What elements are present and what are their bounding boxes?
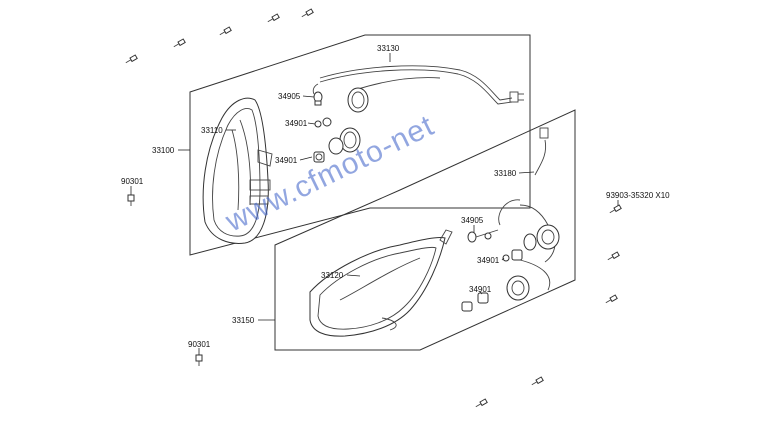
screw-set-93903 (125, 8, 622, 408)
headlight-housing-33110 (202, 97, 273, 244)
label-33120: 33120 (321, 271, 344, 280)
label-34905-lower: 34905 (461, 216, 484, 225)
label-90301-left: 90301 (121, 177, 144, 186)
label-33100: 33100 (152, 146, 175, 155)
lower-assembly-panel (274, 109, 576, 351)
label-33110: 33110 (201, 126, 223, 135)
label-34905-upper: 34905 (278, 92, 301, 101)
screw-90301-left (127, 194, 135, 206)
socket-34901-upper-a (314, 117, 332, 128)
upper-assembly-panel (189, 34, 531, 256)
headlight-lens-33120 (309, 229, 453, 337)
label-33130: 33130 (377, 44, 400, 53)
socket-34901-upper-b (313, 151, 325, 163)
label-33150: 33150 (232, 316, 255, 325)
socket-34901-lower-a (502, 249, 523, 262)
bulb-34905-lower (467, 229, 499, 243)
wire-harness-33130 (312, 65, 524, 155)
socket-34901-lower-b (461, 292, 489, 312)
label-34901-upper-a: 34901 (285, 119, 308, 128)
screw-90301-bottom (195, 354, 203, 366)
label-90301-bottom: 90301 (188, 340, 211, 349)
bulb-34905-upper (313, 91, 323, 106)
label-93903: 93903-35320 X10 (606, 191, 670, 200)
label-34901-lower-a: 34901 (477, 256, 500, 265)
label-33180: 33180 (494, 169, 517, 178)
wire-harness-33180 (498, 127, 560, 301)
leader-lines (130, 53, 619, 355)
label-34901-upper-b: 34901 (275, 156, 298, 165)
label-34901-lower-b: 34901 (469, 285, 492, 294)
